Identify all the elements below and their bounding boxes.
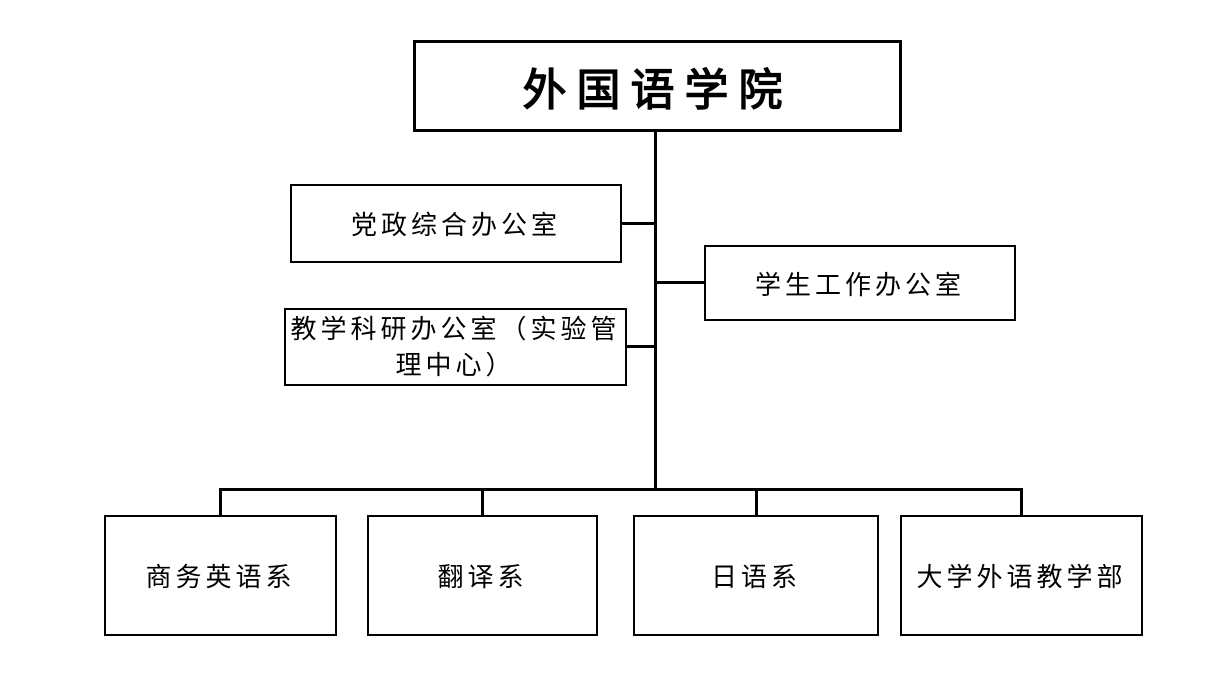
- node-root-college: 外国语学院: [413, 40, 902, 132]
- node-dept-college-foreign-language: 大学外语教学部: [900, 515, 1143, 636]
- node-root-label: 外国语学院: [522, 66, 793, 115]
- connector-office-jiaoxue: [626, 345, 655, 348]
- node-dept-college-foreign-language-label: 大学外语教学部: [916, 562, 1127, 592]
- node-dept-translation-label: 翻译系: [437, 562, 528, 592]
- connector-office-dangzheng: [621, 222, 655, 225]
- node-office-dangzheng-label: 党政综合办公室: [350, 210, 561, 240]
- drop-line-dept-3: [755, 489, 758, 516]
- drop-line-dept-1: [219, 489, 222, 516]
- node-dept-japanese: 日语系: [633, 515, 879, 636]
- trunk-line: [654, 131, 657, 491]
- connector-office-xuesheng: [655, 281, 705, 284]
- node-office-jiaoxue-label: 教学科研办公室（实验管理中心）: [290, 314, 621, 380]
- drop-line-dept-2: [481, 489, 484, 516]
- node-dept-translation: 翻译系: [367, 515, 598, 636]
- node-office-xuesheng: 学生工作办公室: [704, 245, 1016, 321]
- node-office-dangzheng: 党政综合办公室: [290, 184, 622, 263]
- drop-line-dept-4: [1020, 489, 1023, 516]
- node-office-xuesheng-label: 学生工作办公室: [754, 269, 965, 300]
- node-office-jiaoxue: 教学科研办公室（实验管理中心）: [284, 308, 627, 386]
- distribution-line: [219, 488, 1023, 491]
- node-dept-business-english: 商务英语系: [104, 515, 337, 636]
- node-dept-business-english-label: 商务英语系: [145, 562, 296, 592]
- node-dept-japanese-label: 日语系: [710, 562, 801, 592]
